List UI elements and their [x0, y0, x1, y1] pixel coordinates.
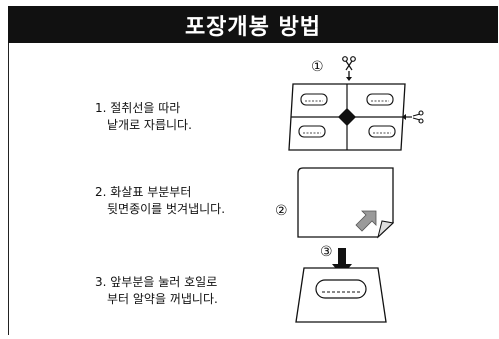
step-1-line-2: 낱개로 자릅니다. [107, 118, 192, 132]
marker-2: ② [275, 203, 288, 219]
down-arrow-icon [346, 71, 352, 81]
step-3-line-1: 3. 앞부분을 눌러 호일로 [95, 275, 218, 289]
side-scissors-icon [402, 110, 424, 124]
step-2-line-1: 2. 화살표 부분부터 [95, 185, 192, 199]
backing-paper [297, 167, 394, 238]
peel-arrow-icon [355, 210, 377, 232]
step-3-figure: ③ [295, 244, 387, 323]
step-1-figure: ① [288, 56, 424, 151]
marker-3: ③ [320, 244, 333, 260]
page-title: 포장개봉 방법 [8, 6, 498, 43]
step-3-line-2: 부터 알약을 꺼냅니다. [107, 292, 218, 306]
step-1-line-1: 1. 절취선을 따라 [95, 101, 181, 115]
scissors-icon [342, 56, 356, 71]
center-diamond [338, 108, 356, 126]
step-3-text: 3. 앞부분을 눌러 호일로 부터 알약을 꺼냅니다. [95, 274, 218, 308]
step-2-line-2: 뒷면종이를 벗겨냅니다. [107, 202, 226, 216]
step-2-figure: ② [275, 167, 395, 239]
marker-1: ① [311, 59, 324, 75]
step-1-text: 1. 절취선을 따라 낱개로 자릅니다. [95, 100, 192, 134]
step-2-text: 2. 화살표 부분부터 뒷면종이를 벗겨냅니다. [95, 184, 225, 218]
left-border [8, 43, 9, 335]
